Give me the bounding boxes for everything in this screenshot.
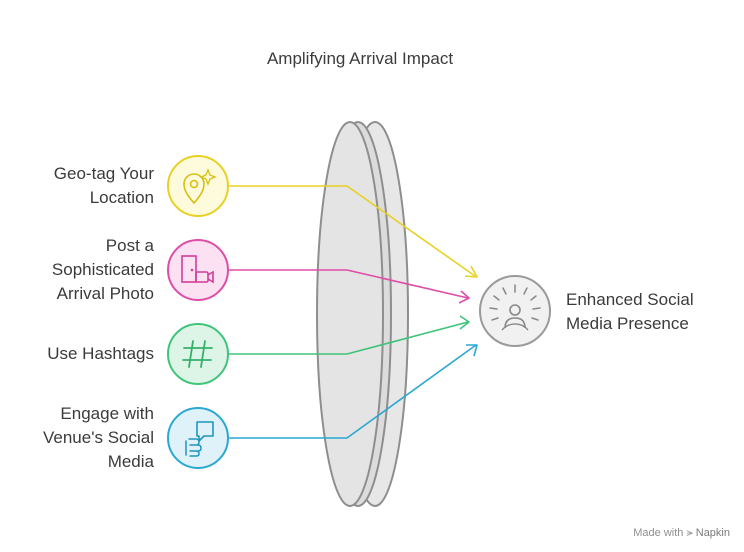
label-hashtags: Use Hashtags — [47, 342, 154, 366]
door-camera-icon — [167, 239, 229, 301]
label-photo-line3: Arrival Photo — [56, 284, 154, 303]
location-pin-sparkle-icon — [167, 155, 229, 217]
label-outcome-line1: Enhanced Social — [566, 290, 694, 309]
connector-hashtags — [229, 315, 470, 355]
radiating-person-icon — [479, 275, 551, 347]
label-hashtags-line1: Use Hashtags — [47, 344, 154, 363]
footer-credit: Made with ⪫ Napkin — [633, 527, 730, 540]
diagram-title: Amplifying Arrival Impact — [266, 49, 454, 68]
footer-brand: Napkin — [695, 527, 730, 539]
label-engage: Engage with Venue's Social Media — [43, 402, 154, 474]
label-photo: Post a Sophisticated Arrival Photo — [52, 234, 154, 306]
hashtag-icon — [167, 323, 229, 385]
connector-photo — [229, 269, 470, 304]
label-geotag-line1: Geo-tag Your — [53, 164, 154, 183]
label-photo-line1: Post a — [105, 236, 154, 255]
label-geotag: Geo-tag Your Location — [54, 162, 154, 210]
label-geotag-line2: Location — [89, 188, 154, 207]
hand-chat-icon — [167, 407, 229, 469]
lens — [316, 121, 409, 507]
label-engage-line3: Media — [107, 452, 154, 471]
label-outcome-line2: Media Presence — [566, 314, 689, 333]
label-outcome: Enhanced Social Media Presence — [566, 288, 694, 336]
label-engage-line2: Venue's Social — [43, 428, 154, 447]
connector-geotag — [229, 185, 478, 278]
label-engage-line1: Engage with — [60, 404, 154, 423]
label-photo-line2: Sophisticated — [51, 260, 154, 279]
footer-prefix: Made with — [633, 527, 684, 539]
napkin-logo-icon: ⪫ — [686, 527, 693, 539]
connector-engage — [229, 344, 478, 439]
